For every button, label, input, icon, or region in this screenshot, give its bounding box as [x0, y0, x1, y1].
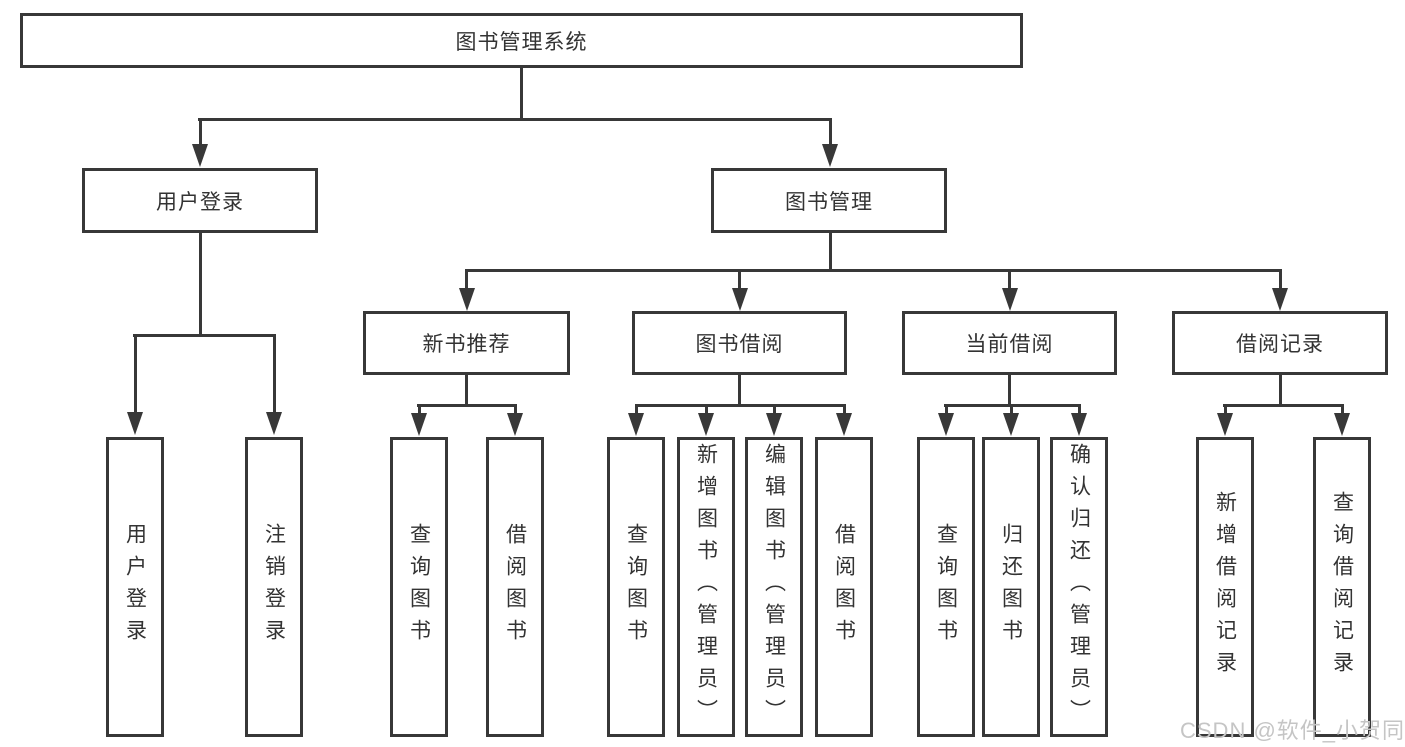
leaf-br-query-borrow-record: 查询借阅记录 — [1313, 437, 1371, 737]
leaf-nbr-query-books: 查询图书 — [390, 437, 448, 737]
connector-drop-current-borrowing — [1008, 269, 1011, 290]
arrowhead-to-leaf-logout — [266, 412, 282, 435]
leaf-cb-query-books: 查询图书 — [917, 437, 975, 737]
arrowhead-to-user-login — [192, 144, 208, 167]
connector-drop-bb-edit-books — [772, 404, 776, 416]
connector-current-borrowing-horizontal — [944, 404, 1081, 407]
connector-root-trunk — [520, 68, 523, 119]
connector-drop-leaf-logout — [272, 334, 276, 412]
arrowhead-to-cb-query-books — [938, 413, 954, 436]
node-user-login: 用户登录 — [82, 168, 318, 233]
connector-current-borrowing-stub — [1008, 375, 1011, 406]
leaf-bb-borrow-books: 借阅图书 — [815, 437, 873, 737]
leaf-cb-return-books: 归还图书 — [982, 437, 1040, 737]
arrowhead-to-bb-query-books — [628, 413, 644, 436]
leaf-bb-edit-books-admin: 编辑图书（管理员） — [745, 437, 803, 737]
arrowhead-to-cb-confirm-return — [1071, 413, 1087, 436]
leaf-br-add-borrow-record: 新增借阅记录 — [1196, 437, 1254, 737]
leaf-cb-confirm-return-admin: 确认归还（管理员） — [1050, 437, 1108, 737]
arrowhead-to-new-book-recommend — [458, 288, 475, 311]
leaf-bb-query-books: 查询图书 — [607, 437, 665, 737]
connector-new-book-recommend-stub — [465, 375, 468, 406]
arrowhead-to-cb-return-books — [1003, 413, 1019, 436]
connector-borrowing-records-stub — [1278, 375, 1282, 406]
connector-drop-bb-add-books — [704, 404, 708, 416]
connector-drop-new-book-recommend — [465, 269, 468, 290]
connector-book-management-stub — [828, 233, 832, 272]
arrowhead-to-book-borrowing — [731, 288, 748, 311]
connector-drop-borrowing-records — [1278, 269, 1282, 290]
leaf-nbr-borrow-books: 借阅图书 — [486, 437, 544, 737]
connector-drop-bb-borrow-books — [842, 404, 846, 416]
arrowhead-to-bb-add-books — [698, 413, 714, 436]
connector-borrowing-records-horizontal — [1223, 404, 1344, 407]
arrowhead-to-borrowing-records — [1272, 288, 1288, 311]
arrowhead-to-br-query-record — [1334, 413, 1350, 436]
connector-drop-book-borrowing — [738, 269, 741, 290]
arrowhead-to-br-add-record — [1217, 413, 1233, 436]
connector-drop-bb-query-books — [634, 404, 638, 416]
csdn-watermark: CSDN @软件_小贺同学 — [1180, 718, 1405, 743]
connector-drop-user-login — [198, 118, 202, 145]
connector-drop-cb-query-books — [944, 404, 948, 416]
connector-level3-horizontal — [465, 269, 1281, 272]
connector-drop-br-query-record — [1340, 404, 1344, 416]
connector-drop-nbr-borrow-books — [513, 404, 517, 416]
leaf-bb-add-books-admin: 新增图书（管理员） — [677, 437, 735, 737]
arrowhead-to-nbr-borrow-books — [507, 413, 523, 436]
arrowhead-to-leaf-user-login — [127, 412, 143, 435]
node-book-management: 图书管理 — [711, 168, 947, 233]
connector-new-book-recommend-horizontal — [417, 404, 517, 407]
connector-drop-br-add-record — [1223, 404, 1227, 416]
connector-drop-nbr-query-books — [417, 404, 421, 416]
node-borrowing-records: 借阅记录 — [1172, 311, 1388, 375]
node-current-borrowing: 当前借阅 — [902, 311, 1117, 375]
connector-user-login-stub — [198, 233, 202, 336]
arrowhead-to-book-management — [822, 144, 838, 167]
leaf-logout: 注销登录 — [245, 437, 303, 737]
connector-drop-cb-confirm-return — [1077, 404, 1081, 416]
arrowhead-to-current-borrowing — [1001, 288, 1018, 311]
connector-drop-book-management — [828, 118, 832, 145]
node-new-book-recommend: 新书推荐 — [363, 311, 570, 375]
connector-book-borrowing-stub — [738, 375, 741, 406]
connector-drop-leaf-user-login — [133, 334, 137, 412]
connector-level1-horizontal — [198, 118, 832, 121]
leaf-user-login: 用户登录 — [106, 437, 164, 737]
arrowhead-to-bb-edit-books — [766, 413, 782, 436]
connector-book-borrowing-horizontal — [635, 404, 846, 407]
arrowhead-to-nbr-query-books — [411, 413, 427, 436]
node-library-management-system: 图书管理系统 — [20, 13, 1023, 68]
connector-user-login-horizontal — [133, 334, 276, 337]
arrowhead-to-bb-borrow-books — [836, 413, 852, 436]
node-book-borrowing: 图书借阅 — [632, 311, 847, 375]
connector-drop-cb-return-books — [1009, 404, 1013, 416]
